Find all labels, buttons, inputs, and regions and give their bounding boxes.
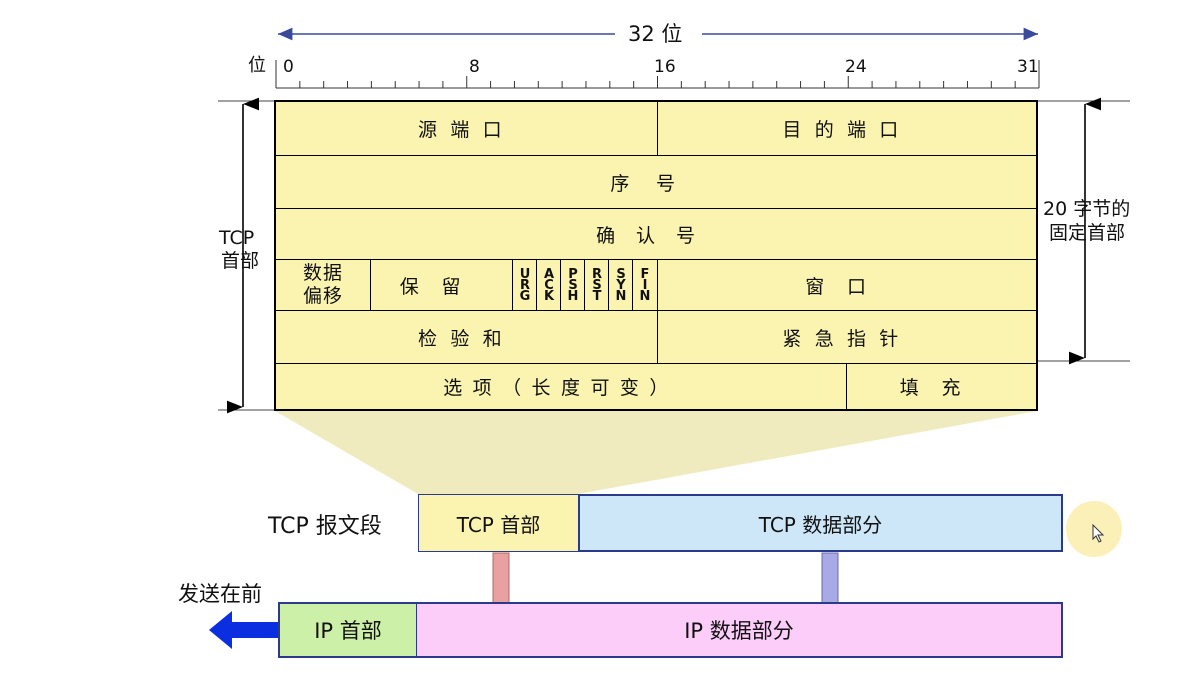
width-label: 32 位 (628, 22, 683, 46)
side-arrows (218, 97, 1130, 494)
bit-axis-label: 位 (248, 55, 266, 76)
ruler-graphics (275, 27, 1040, 89)
reserved-field: 保留 (399, 275, 484, 298)
fixed-header-label-1: 20 字节的 (1043, 198, 1131, 220)
options-field: 选项（长度可变） (443, 377, 679, 399)
sequence-number-field: 序号 (610, 172, 702, 195)
zoom-callout (275, 411, 1037, 494)
window-field: 窗口 (805, 275, 889, 298)
ruler-ticks (275, 76, 1040, 88)
source-port-field: 源端口 (418, 119, 515, 141)
tick-label-0: 0 (283, 57, 294, 77)
dest-port-field: 目的端口 (782, 119, 912, 141)
data-offset-line1: 数据 (303, 262, 343, 284)
send-first-label: 发送在前 (178, 582, 262, 606)
padding-field: 填充 (899, 377, 984, 399)
ack-number-field: 确认号 (596, 224, 716, 247)
fixed-header-label-2: 固定首部 (1049, 222, 1126, 244)
tcp-data-block: TCP 数据部分 (578, 494, 1063, 552)
ip-data-block: IP 数据部分 (417, 602, 1063, 658)
checksum-field: 检验和 (418, 327, 515, 350)
tick-label-24: 24 (845, 57, 867, 77)
tick-label-16: 16 (654, 57, 676, 77)
data-offset-field: 数据偏移 (276, 260, 370, 310)
tcp-header-side-label-2: 首部 (221, 250, 260, 272)
tick-label-31: 31 (1017, 57, 1039, 77)
tick-label-8: 8 (469, 57, 480, 77)
send-first-arrow (209, 611, 278, 649)
tcp-segment-label: TCP 报文段 (268, 514, 382, 539)
data-offset-line2: 偏移 (303, 285, 343, 307)
urgent-pointer-field: 紧急指针 (782, 327, 912, 350)
cursor-icon (1092, 524, 1105, 543)
tcp-header-block: TCP 首部 (418, 494, 578, 552)
ip-header-block: IP 首部 (278, 602, 417, 658)
tcp-header-side-label-1: TCP (219, 227, 255, 249)
